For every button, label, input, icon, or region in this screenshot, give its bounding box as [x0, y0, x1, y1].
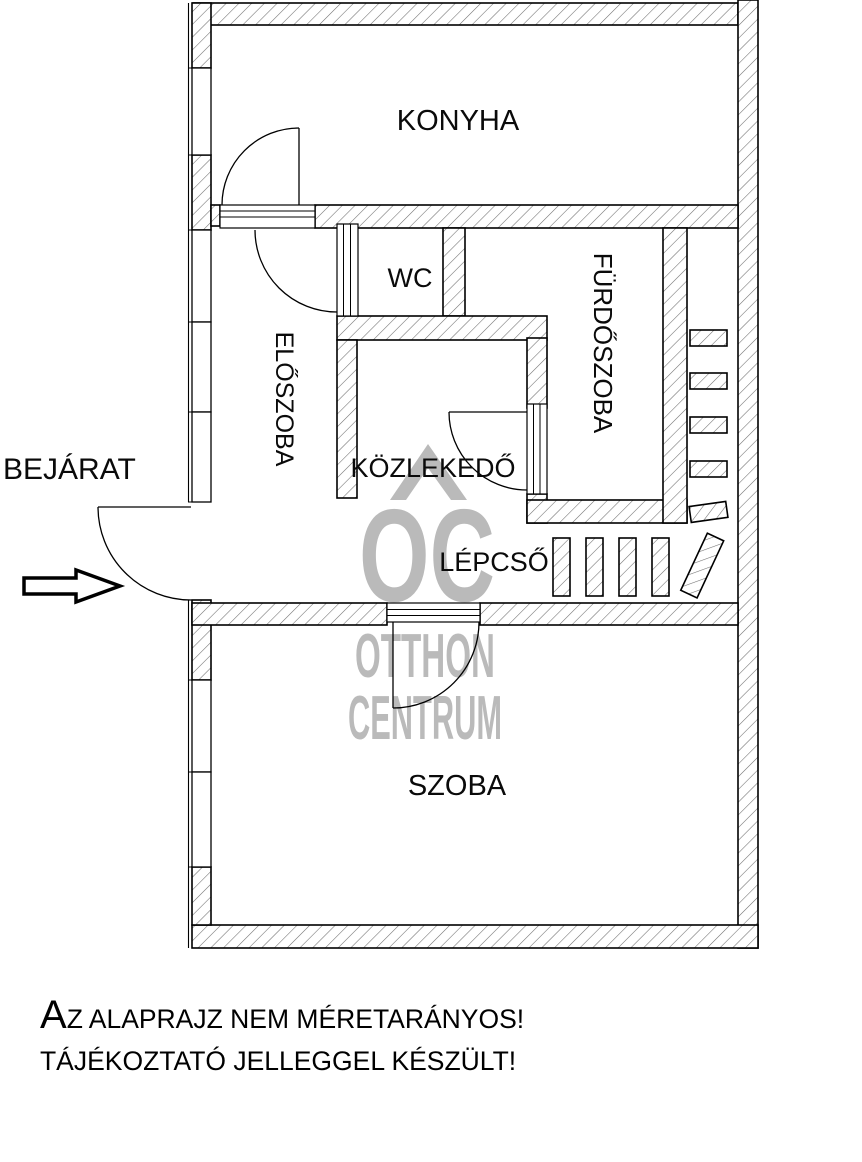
door-wc — [254, 229, 338, 313]
window — [191, 679, 212, 773]
room-labels: KONYHA WC FÜRDŐSZOBA ELŐSZOBA KÖZLEKEDŐ … — [270, 105, 618, 802]
room-label-lepcso: LÉPCSŐ — [439, 546, 549, 577]
otthon-centrum-roof-icon — [390, 444, 467, 500]
stair-step — [618, 537, 637, 597]
wall-segment — [210, 204, 221, 227]
wall-segment — [191, 2, 212, 69]
stair-step — [689, 372, 728, 390]
room-label-eloszoba: ELŐSZOBA — [270, 332, 299, 467]
entrance-opening — [190, 503, 212, 599]
stair-steps — [552, 329, 729, 599]
watermark-brand-line2: CENTRUM — [348, 684, 502, 753]
window — [191, 771, 212, 868]
entrance-arrow-icon — [22, 567, 126, 605]
wall-segment — [191, 154, 212, 231]
doors — [97, 127, 528, 709]
room-label-furdoszoba: FÜRDŐSZOBA — [588, 253, 618, 434]
wall-segment — [662, 227, 688, 524]
door-szoba — [392, 621, 480, 709]
stair-step — [651, 537, 670, 597]
door-jamb — [336, 223, 359, 317]
wall-segment — [191, 602, 388, 626]
stair-step — [689, 329, 728, 347]
wall-segment — [191, 866, 212, 926]
wall-segment — [442, 227, 466, 317]
stair-step — [689, 416, 728, 434]
watermark: OC OTTHON CENTRUM — [348, 444, 502, 753]
disclaimer-line1: AZ ALAPRAJZ NEM MÉRETARÁNYOS! — [40, 993, 524, 1037]
wall-segment — [526, 337, 548, 409]
wall-segment — [191, 924, 759, 949]
stair-step — [679, 532, 725, 599]
wall-segment — [737, 0, 759, 949]
door-bejarat — [97, 506, 192, 601]
window — [191, 321, 212, 413]
disclaimer-line2: TÁJÉKOZTATÓ JELLEGGEL KÉSZÜLT! — [40, 1046, 516, 1076]
stair-step — [585, 537, 604, 597]
door-sill — [386, 602, 481, 623]
window — [191, 67, 212, 156]
window — [191, 411, 212, 503]
watermark-brand-line1: OTTHON — [355, 622, 495, 691]
wall-segment — [336, 339, 358, 499]
door-sills — [188, 204, 548, 623]
wall-segment — [314, 204, 739, 229]
door-jamb — [526, 403, 548, 495]
door-furdoszoba — [448, 411, 528, 491]
stair-step — [552, 537, 571, 597]
stair-step — [689, 460, 728, 478]
room-label-konyha: KONYHA — [397, 105, 520, 137]
room-label-szoba: SZOBA — [408, 770, 507, 802]
window — [191, 229, 212, 323]
entrance-label: BEJÁRAT — [3, 453, 136, 486]
room-label-wc: WC — [388, 263, 433, 293]
stair-step — [688, 500, 729, 524]
door-konyha — [221, 127, 300, 206]
windows — [188, 67, 212, 868]
entrance-annotation: BEJÁRAT — [3, 453, 136, 605]
room-label-kozlekedo: KÖZLEKEDŐ — [350, 452, 515, 483]
disclaimer: AZ ALAPRAJZ NEM MÉRETARÁNYOS! TÁJÉKOZTAT… — [40, 993, 524, 1076]
wall-segment — [479, 602, 739, 626]
wall-segment — [192, 2, 739, 26]
wall-segment — [336, 315, 548, 341]
